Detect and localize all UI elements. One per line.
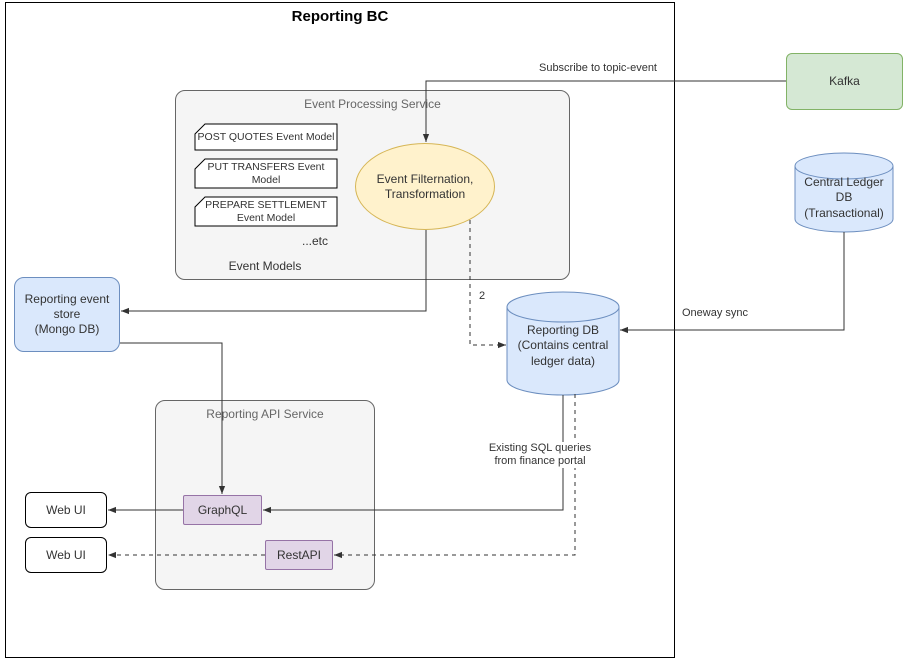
reporting-event-store-node: Reporting event store (Mongo DB): [14, 277, 120, 352]
event-model-card-post-quotes: [194, 123, 338, 151]
web-ui-bottom-node: Web UI: [25, 537, 107, 573]
restapi-node: RestAPI: [265, 540, 333, 570]
event-model-label-put-transfers: PUT TRANSFERS Event Model: [207, 160, 325, 186]
reporting-api-service-title: Reporting API Service: [206, 407, 324, 421]
web-ui-top-node: Web UI: [25, 492, 107, 528]
event-model-label-prepare-settlement: PREPARE SETTLEMENT Event Model: [205, 198, 327, 224]
event-filternation-ellipse: Event Filternation, Transformation: [355, 143, 495, 230]
central-ledger-db-cylinder: [794, 152, 894, 233]
edge-label-step-2: 2: [473, 290, 491, 304]
event-model-card-prepare-settlement: [194, 196, 338, 227]
diagram-title: Reporting BC: [291, 8, 389, 25]
edge-filter-to-reporting-db: [469, 220, 506, 349]
central-ledger-db-label: Central Ledger DB (Transactional): [804, 174, 884, 220]
edge-label-existing-sql-queries: Existing SQL queries from finance portal: [485, 442, 595, 469]
edge-label-subscribe-topic-event: Subscribe to topic-event: [534, 62, 662, 76]
reporting-db-label: Reporting DB (Contains central ledger da…: [517, 322, 609, 368]
edge-reporting-db-to-restapi: [334, 394, 576, 559]
edge-ledger-to-reporting-db: [620, 232, 845, 334]
edge-kafka-to-filter: [422, 80, 786, 142]
edge-reporting-db-to-graphql: [263, 395, 564, 514]
etc-label: ...etc: [301, 234, 328, 248]
edge-label-oneway-sync: Oneway sync: [677, 307, 753, 321]
graphql-node: GraphQL: [183, 495, 262, 525]
event-model-card-put-transfers: [194, 158, 338, 189]
event-model-label-post-quotes: POST QUOTES Event Model: [197, 130, 335, 143]
reporting-db-cylinder: [506, 291, 620, 396]
event-models-group-label: Event Models: [228, 259, 302, 273]
event-processing-service-title: Event Processing Service: [304, 97, 441, 111]
edge-filter-to-event-store: [121, 230, 427, 315]
kafka-node: Kafka: [786, 53, 903, 110]
edge-event-store-to-graphql: [120, 342, 226, 494]
